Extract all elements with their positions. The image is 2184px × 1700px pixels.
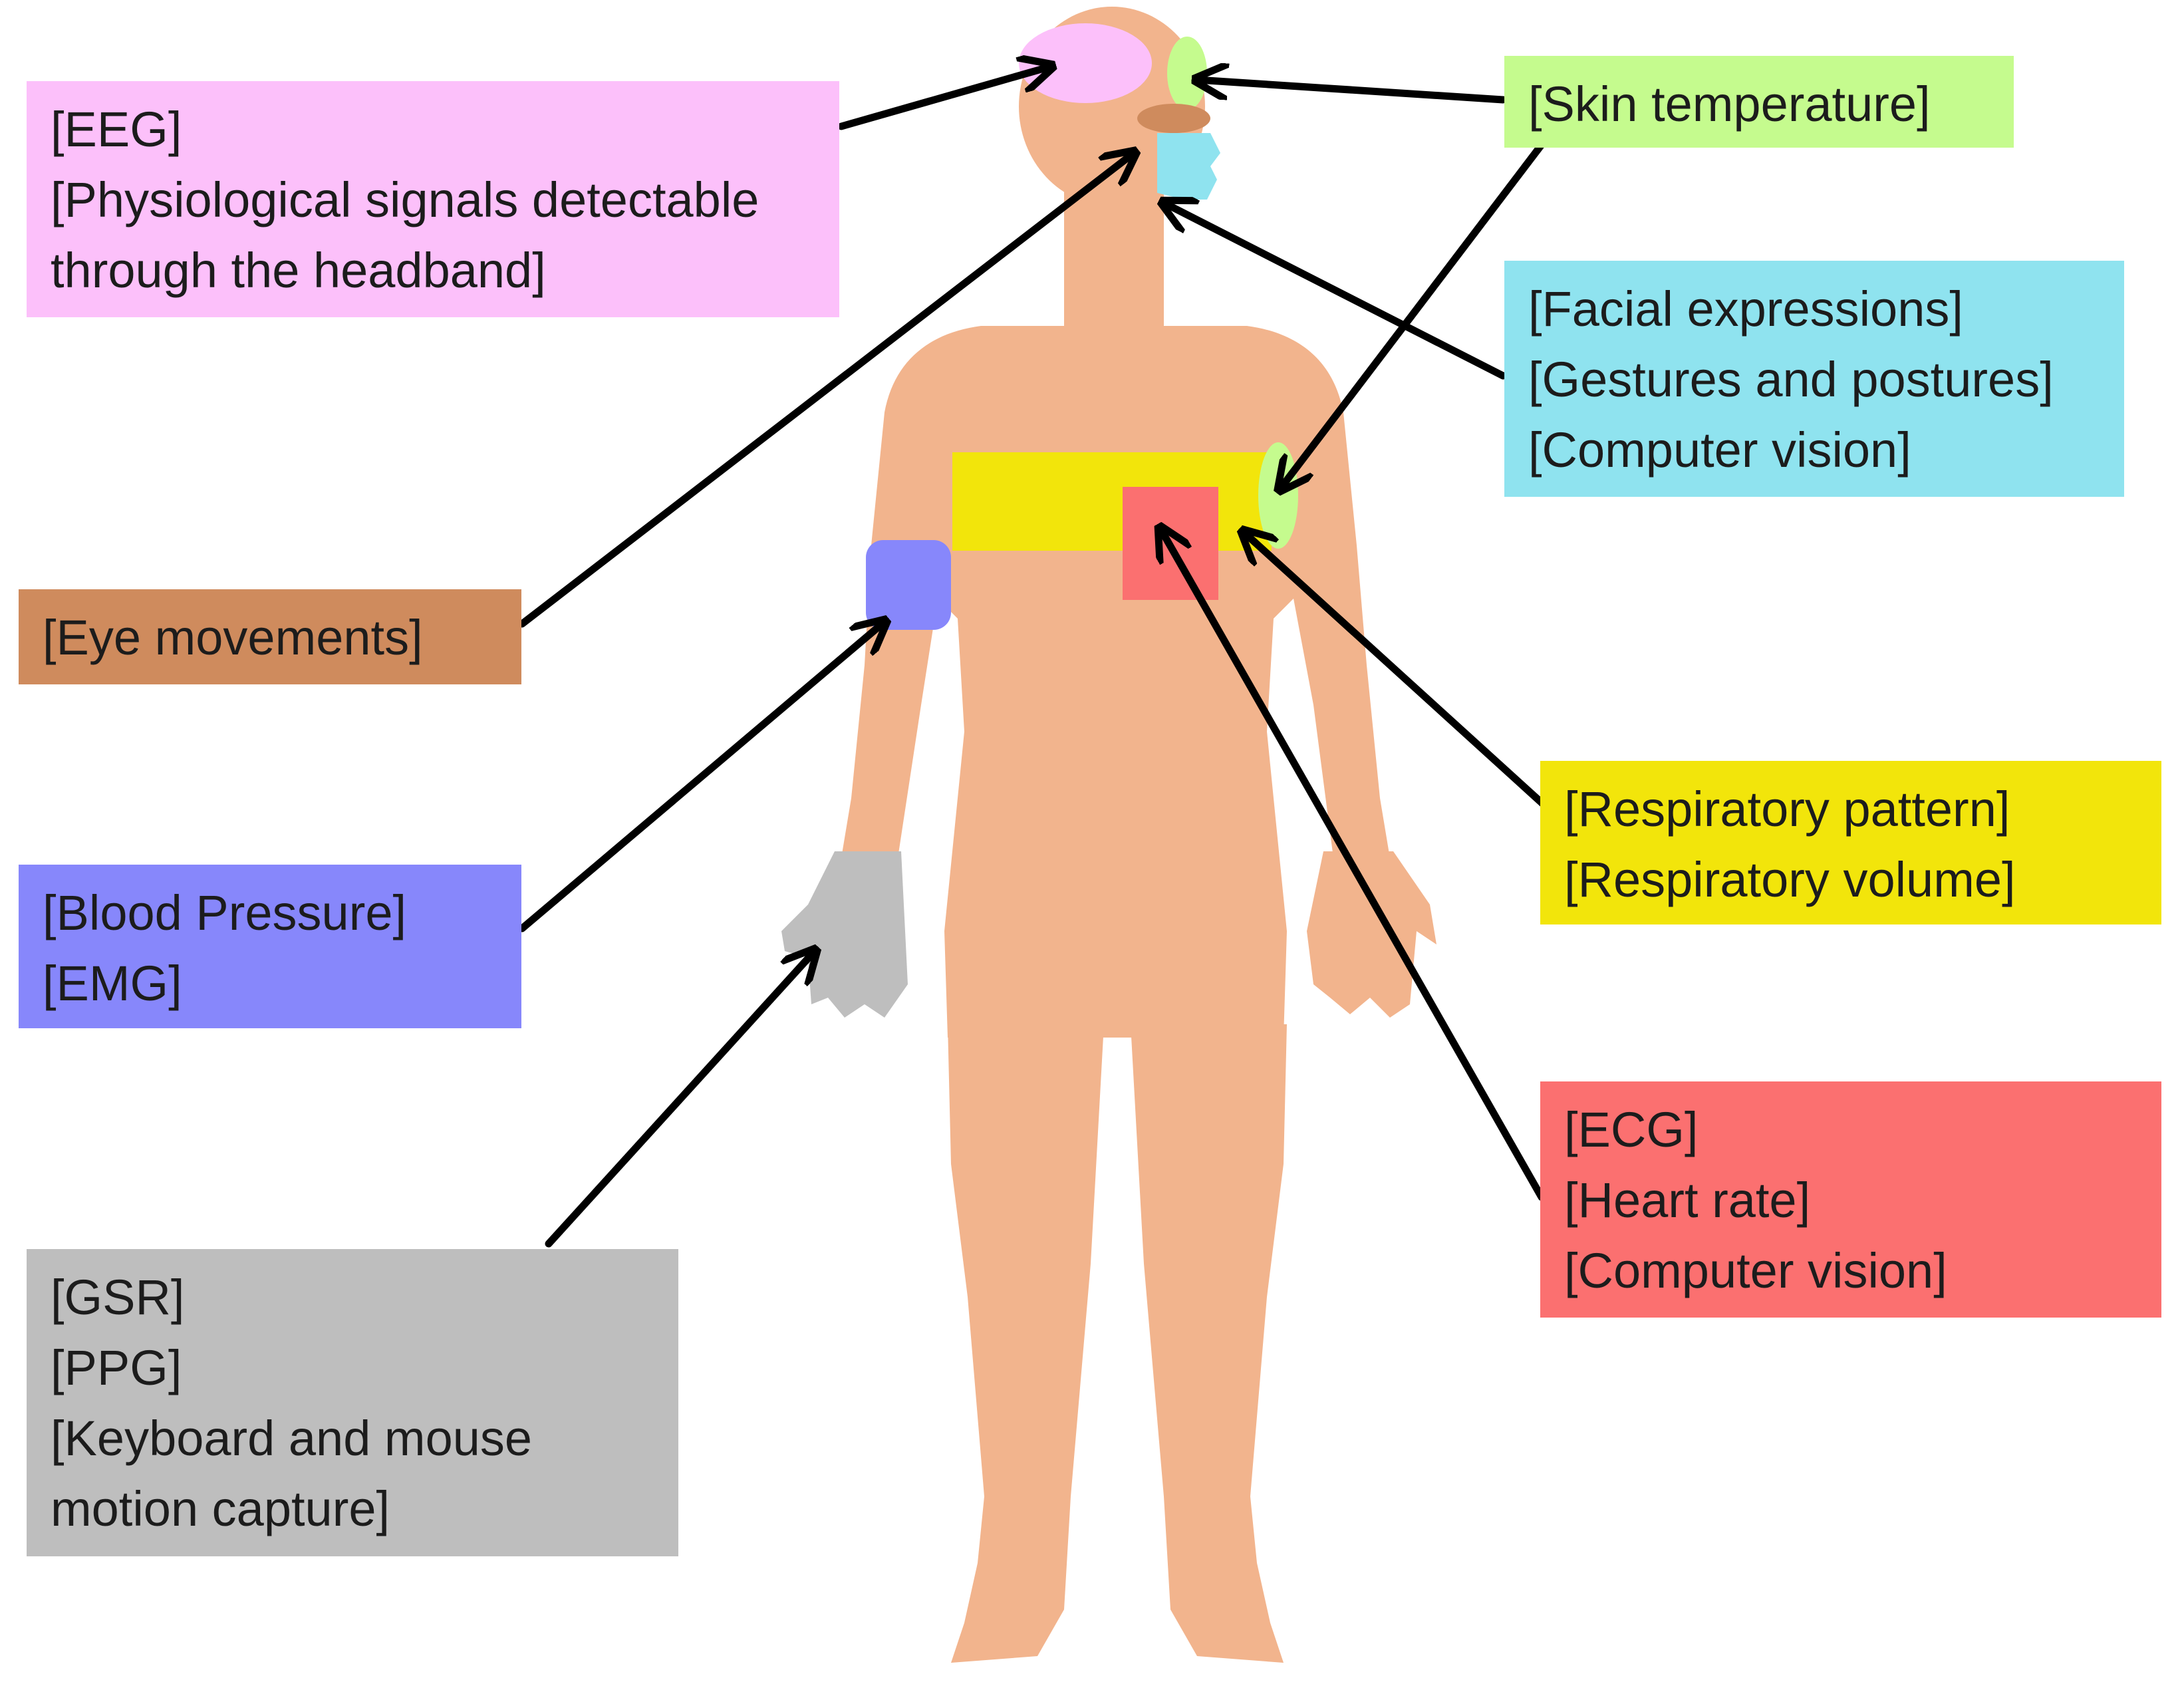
facial-expressions-label-line: [Facial expressions] [1528, 281, 1963, 337]
skin-temperature-label-box: [Skin temperature] [1504, 56, 2014, 148]
arrow-eeg [837, 67, 1051, 130]
eye-movements-label-line: [Eye movements] [43, 610, 423, 665]
arrows [518, 67, 1559, 1248]
keyboard-mouse-label-line: [Keyboard and mouse motion capture] [51, 1411, 533, 1536]
eye-region [1137, 104, 1210, 133]
eye-movements-label-box: [Eye movements] [19, 589, 521, 684]
eeg-label-line: [EEG] [51, 102, 182, 157]
skin-temperature-label-line: [Skin temperature] [1528, 76, 1931, 132]
skin-temperature-head-region [1167, 37, 1207, 110]
blood-pressure-cuff-region [866, 540, 951, 630]
arrow-ecg [1160, 529, 1546, 1201]
headband-signals-label-line: [Physiological signals detectable throug… [51, 172, 759, 298]
skin-temperature-arm-region [1258, 442, 1298, 549]
arrow-skin-temperature-arm [1280, 139, 1547, 489]
eeg-region [1019, 23, 1152, 103]
face-region [1157, 133, 1220, 200]
hand-region [781, 851, 908, 1018]
gsr-label-box: [GSR] [PPG] [Keyboard and mouse motion c… [27, 1249, 678, 1556]
human-body-silhouette [841, 7, 1436, 1663]
arrow-blood-pressure [518, 622, 885, 932]
computer-vision-heart-label-line: [Computer vision] [1564, 1243, 1947, 1298]
ecg-label-line: [ECG] [1564, 1102, 1699, 1157]
ecg-label-box: [ECG] [Heart rate] [Computer vision] [1540, 1081, 2161, 1318]
computer-vision-face-label-line: [Computer vision] [1528, 422, 1911, 478]
eeg-label-box: [EEG] [Physiological signals detectable … [27, 81, 839, 317]
heart-rate-label-line: [Heart rate] [1564, 1173, 1811, 1228]
gestures-postures-label-line: [Gestures and postures] [1528, 352, 2054, 407]
arrow-eye [518, 153, 1134, 628]
arrow-facial [1164, 203, 1507, 380]
respiratory-label-box: [Respiratory pattern] [Respiratory volum… [1540, 761, 2161, 924]
arrow-skin-temperature-head [1197, 80, 1507, 104]
arrow-respiratory [1244, 532, 1559, 819]
gsr-label-line: [GSR] [51, 1270, 185, 1325]
ppg-label-line: [PPG] [51, 1340, 182, 1395]
facial-label-box: [Facial expressions] [Gestures and postu… [1504, 261, 2124, 497]
right-leg [1131, 1024, 1287, 1663]
arrow-gsr [545, 951, 815, 1248]
blood-pressure-label-box: [Blood Pressure] [EMG] [19, 865, 521, 1028]
neck [1064, 180, 1164, 339]
emg-label-line: [EMG] [43, 956, 182, 1011]
blood-pressure-label-line: [Blood Pressure] [43, 885, 407, 940]
left-leg [948, 1024, 1104, 1663]
respiratory-pattern-label-line: [Respiratory pattern] [1564, 781, 2010, 837]
right-hand [1307, 851, 1436, 1018]
respiratory-band-region [952, 452, 1272, 551]
respiratory-volume-label-line: [Respiratory volume] [1564, 852, 2016, 907]
